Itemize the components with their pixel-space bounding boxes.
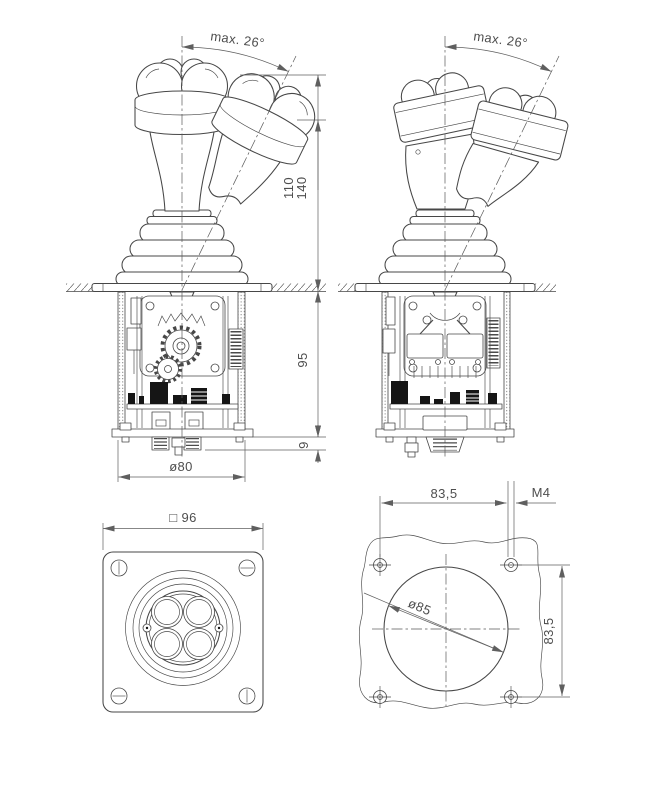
- gear-sector: [157, 312, 206, 327]
- top-view: □ 96: [102, 510, 264, 713]
- gear-train: [153, 325, 202, 384]
- pcb-left: [126, 382, 239, 410]
- dim-arc-right: [444, 44, 552, 72]
- cutout-view: 83,5 M4 83,5 ø85: [358, 481, 570, 709]
- housing-left: [111, 291, 254, 456]
- dim-label-9: 9: [296, 441, 311, 449]
- bellows-ring-outer: [125, 570, 241, 686]
- dim-label-angle-right: max. 26°: [473, 28, 529, 50]
- dim-label-140: 140: [294, 177, 309, 200]
- tilt-ghost-left: [207, 61, 327, 205]
- dim-label-110: 110: [281, 177, 296, 199]
- side-module-right: [385, 296, 396, 326]
- joystick-grip-left: [134, 58, 230, 212]
- dim-label-95: 95: [295, 352, 310, 367]
- side-view-assembly: [338, 64, 585, 458]
- dim-dia-85: [388, 605, 447, 630]
- centerlines: [181, 36, 560, 458]
- dim-label-dia85: ø85: [406, 595, 434, 618]
- connector-left: [111, 422, 254, 456]
- dim-label-dia80: ø80: [169, 459, 193, 474]
- microswitches: [406, 333, 484, 378]
- dim-label-spacing-h: 83,5: [431, 486, 458, 501]
- dim-arc-left: [181, 44, 289, 72]
- dim-label-square96: □ 96: [169, 510, 197, 525]
- mounting-holes: [369, 554, 522, 708]
- pcb-right: [389, 381, 503, 410]
- dimensions-upper: max. 26° max. 26° 110 140 95 9 ø80: [117, 28, 552, 482]
- flange-screws: [110, 559, 256, 705]
- flange-square: [102, 551, 264, 713]
- side-module-left: [130, 297, 142, 325]
- dim-label-spacing-v: 83,5: [541, 618, 556, 645]
- panel-blank-outline: [358, 534, 544, 709]
- rack-right: [486, 317, 501, 369]
- tilt-ghost-right: [455, 64, 585, 207]
- dim-label-angle-left: max. 26°: [210, 28, 266, 50]
- dim-label-m4: M4: [532, 485, 551, 500]
- front-view-assembly: [66, 58, 327, 456]
- knob-buttons: [142, 596, 224, 660]
